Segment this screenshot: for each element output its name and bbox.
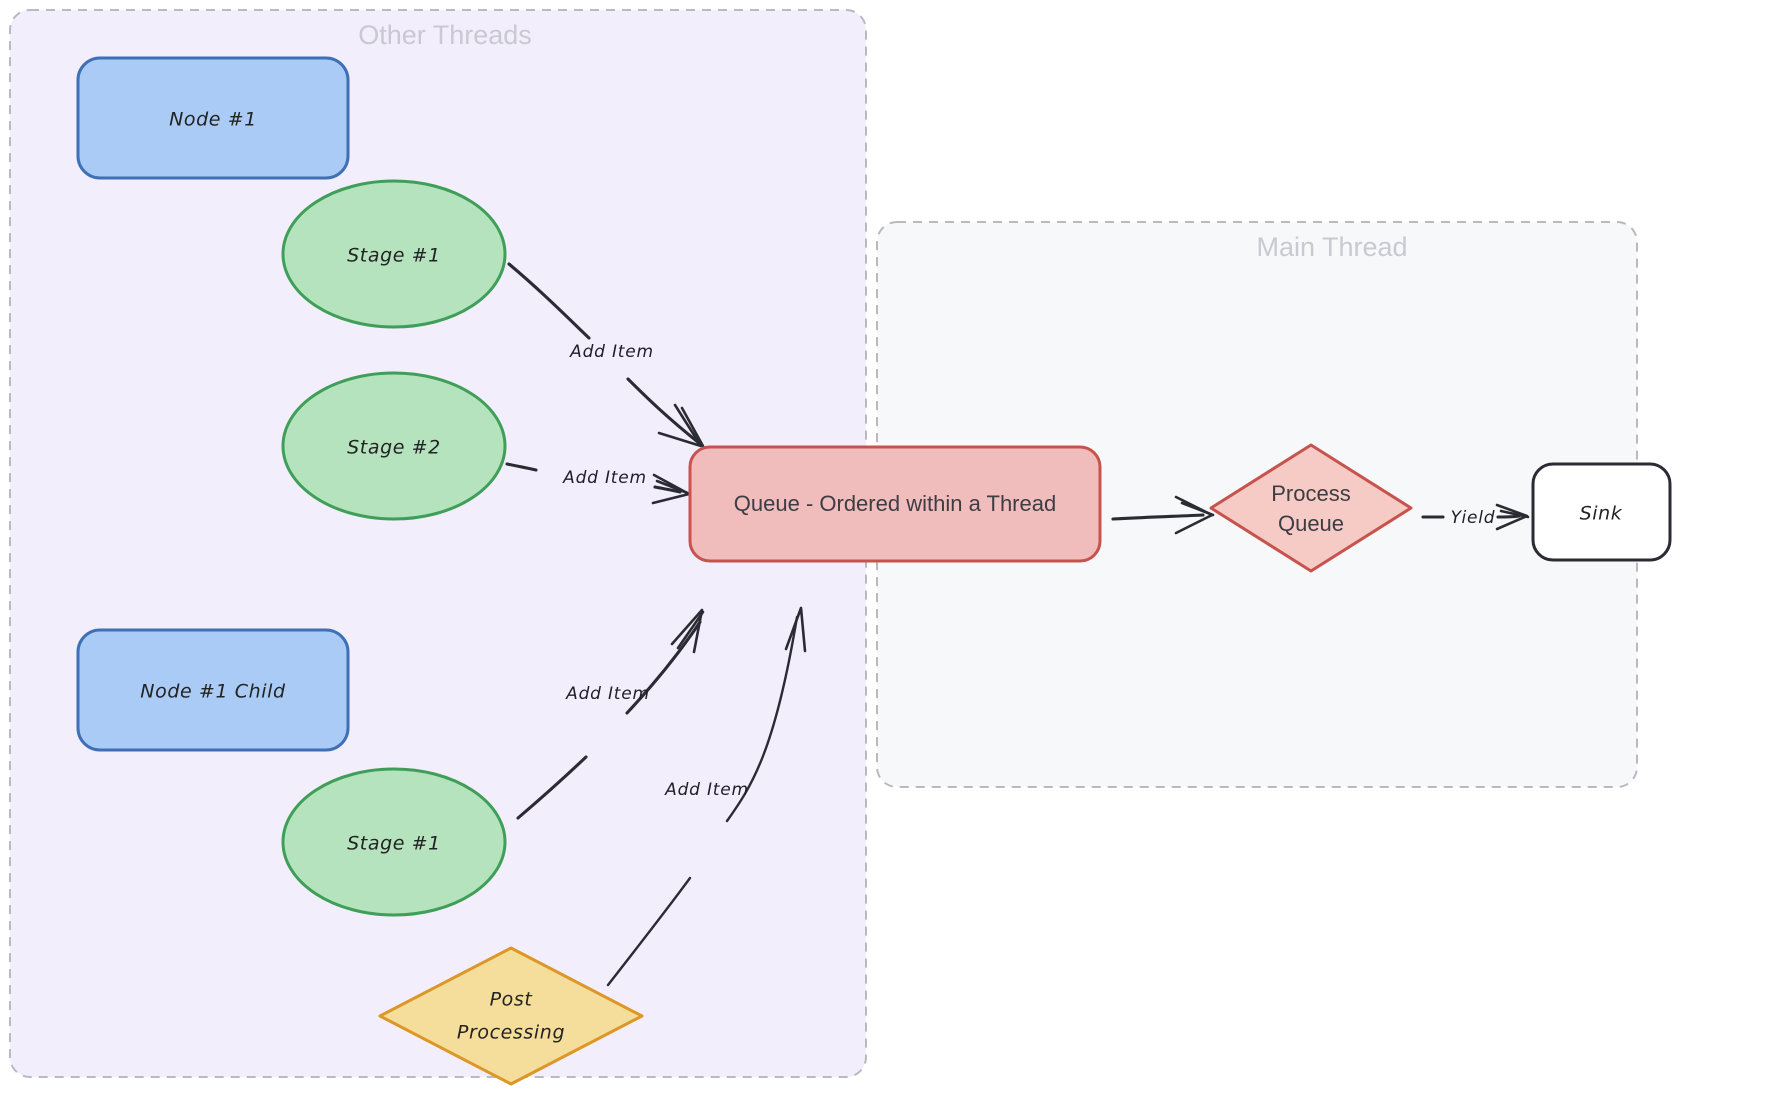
edge-label-add-item-4: Add Item bbox=[664, 780, 749, 800]
group-main-thread-title: Main Thread bbox=[1256, 232, 1407, 262]
edge-queue-to-processqueue bbox=[1111, 495, 1215, 535]
node-stage-1-top[interactable]: Stage #1 bbox=[281, 179, 507, 329]
node-node-1-child-shape bbox=[76, 628, 350, 752]
node-process-queue[interactable]: Process Queue bbox=[1209, 443, 1413, 573]
node-process-queue-label-line1: Process bbox=[1271, 481, 1350, 506]
edge-postprocessing-to-queue: Add Item bbox=[606, 606, 807, 987]
node-stage-1-top-shape bbox=[281, 179, 507, 329]
node-queue[interactable]: Queue - Ordered within a Thread bbox=[688, 445, 1102, 563]
node-node-1[interactable]: Node #1 bbox=[76, 56, 350, 180]
node-stage-1-top-label: Stage #1 bbox=[347, 245, 441, 267]
node-sink-shape bbox=[1531, 462, 1672, 562]
node-sink-label: Sink bbox=[1580, 503, 1623, 525]
node-node-1-label: Node #1 bbox=[169, 109, 257, 131]
node-queue-label: Queue - Ordered within a Thread bbox=[734, 491, 1056, 516]
node-stage-2-label: Stage #2 bbox=[347, 437, 441, 459]
group-other-threads-title: Other Threads bbox=[358, 20, 532, 50]
edge-label-add-item-1: Add Item bbox=[569, 342, 654, 362]
node-process-queue-label-line2: Queue bbox=[1278, 511, 1344, 536]
node-post-processing[interactable]: Post Processing bbox=[378, 946, 644, 1086]
node-stage-1-bottom-label: Stage #1 bbox=[347, 833, 441, 855]
node-stage-1-bottom[interactable]: Stage #1 bbox=[281, 767, 507, 917]
node-queue-shape bbox=[688, 445, 1102, 563]
edge-label-add-item-3: Add Item bbox=[565, 684, 650, 704]
edge-stage1top-to-queue: Add Item bbox=[507, 262, 705, 448]
node-post-processing-label-line1: Post bbox=[490, 989, 534, 1011]
node-process-queue-shape bbox=[1209, 443, 1413, 573]
edge-label-add-item-2: Add Item bbox=[562, 468, 647, 488]
edge-stage2-to-queue: Add Item bbox=[505, 462, 692, 505]
node-stage-2[interactable]: Stage #2 bbox=[281, 371, 507, 521]
node-post-processing-shape bbox=[378, 946, 644, 1086]
node-post-processing-label-line2: Processing bbox=[457, 1022, 565, 1044]
edge-label-yield: Yield bbox=[1451, 508, 1496, 528]
edge-processqueue-to-sink: Yield bbox=[1421, 503, 1530, 531]
node-stage-1-bottom-shape bbox=[281, 767, 507, 917]
node-node-1-shape bbox=[76, 56, 350, 180]
node-node-1-child-label: Node #1 Child bbox=[140, 681, 286, 703]
node-stage-2-shape bbox=[281, 371, 507, 521]
edge-stage1bottom-to-queue: Add Item bbox=[516, 608, 705, 820]
node-node-1-child[interactable]: Node #1 Child bbox=[76, 628, 350, 752]
node-sink[interactable]: Sink bbox=[1531, 462, 1672, 562]
